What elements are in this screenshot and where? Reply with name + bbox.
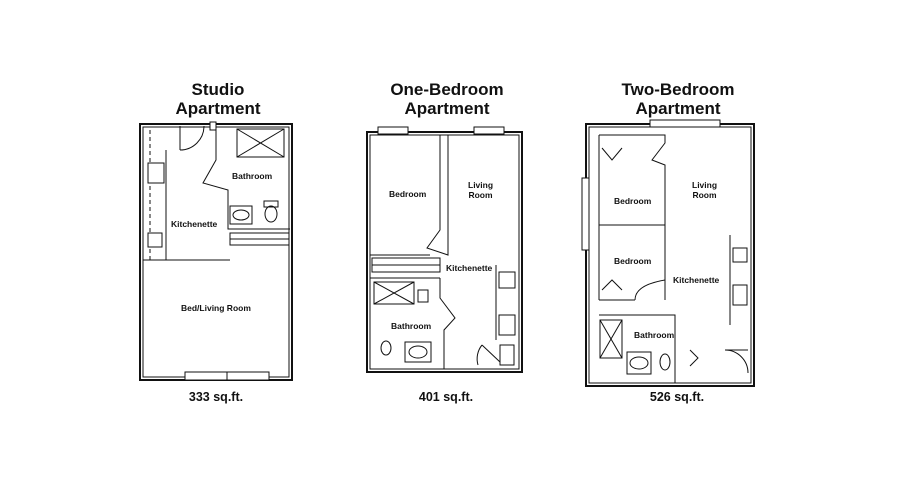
studio-bathroom-wall [202, 124, 290, 230]
studio-fridge [147, 232, 163, 248]
two-bedroom-entry-door [724, 349, 749, 374]
studio-kitchenette-label: Kitchenette [171, 219, 218, 229]
two-bedroom-bath-sink [626, 351, 652, 375]
one-bedroom-bathroom-label: Bathroom [391, 321, 432, 331]
one-bedroom-floor-plan [366, 126, 523, 373]
two-bedroom-stove [732, 247, 748, 263]
one-bedroom-partition [426, 135, 449, 256]
one-bedroom-entry-door [476, 344, 501, 366]
two-bedroom-bedroom1-label: Bedroom [614, 196, 652, 206]
two-bedroom-window-top [649, 119, 721, 128]
studio-floor-plan [139, 121, 293, 381]
studio-title-line2: Apartment [175, 99, 261, 118]
studio-title: Studio Apartment [118, 80, 318, 118]
one-bedroom-window-left [377, 126, 409, 135]
studio-bathroom-label: Bathroom [232, 171, 273, 181]
one-bedroom-title: One-Bedroom Apartment [347, 80, 547, 118]
studio-outer-wall [139, 123, 293, 381]
two-bedroom-fridge [732, 284, 748, 306]
studio-title-line1: Studio [191, 80, 245, 99]
one-bedroom-living-line2: Room [468, 189, 493, 200]
two-bedroom-window-side [581, 177, 590, 251]
two-bedroom-kitchenette-label: Kitchenette [673, 275, 720, 285]
one-bedroom-bathroom-wall [439, 278, 456, 369]
one-bedroom-fridge [498, 314, 516, 336]
one-bedroom-title-line2: Apartment [404, 99, 490, 118]
two-bedroom-area: 526 sq.ft. [649, 390, 705, 404]
two-bedroom-bathroom-wall [599, 314, 676, 383]
one-bedroom-bath-sink [404, 341, 432, 363]
one-bedroom-living-label: Living Room [468, 180, 494, 200]
two-bedroom-living-label: Living Room [692, 180, 718, 200]
one-bedroom-area: 401 sq.ft. [418, 390, 474, 404]
one-bedroom-title-line1: One-Bedroom [390, 80, 504, 99]
two-bedroom-title-line2: Apartment [635, 99, 721, 118]
one-bedroom-toilet [380, 340, 392, 356]
two-bedroom-floor-plan [581, 119, 755, 387]
studio-bed-living-label: Bed/Living Room [181, 303, 251, 313]
one-bedroom-stove [498, 271, 516, 289]
two-bedroom-title: Two-Bedroom Apartment [578, 80, 778, 118]
one-bedroom-living-line1: Living [468, 180, 494, 190]
studio-toilet [263, 200, 279, 208]
one-bedroom-bedroom-label: Bedroom [389, 189, 427, 199]
two-bedroom-bathroom-label: Bathroom [634, 330, 675, 340]
two-bedroom-toilet [659, 353, 671, 371]
two-bedroom-living-line1: Living [692, 180, 718, 190]
two-bedroom-title-line1: Two-Bedroom [621, 80, 735, 99]
one-bedroom-window-right [473, 126, 505, 135]
studio-stove [147, 162, 165, 184]
two-bedroom-living-line2: Room [692, 189, 717, 200]
two-bedroom-partition [599, 134, 666, 300]
studio-bath-sink [229, 205, 253, 225]
studio-area: 333 sq.ft. [188, 390, 244, 404]
two-bedroom-bedroom2-label: Bedroom [614, 256, 652, 266]
studio-entry-door [179, 125, 205, 151]
one-bedroom-kitchenette-label: Kitchenette [446, 263, 493, 273]
